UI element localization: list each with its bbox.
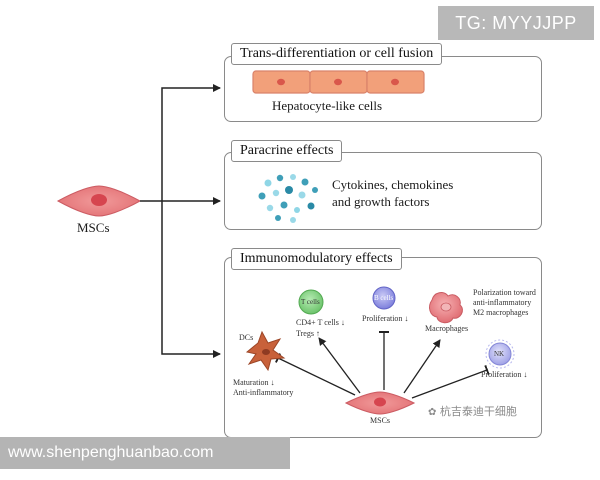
watermark-bottom: www.shenpenghuanbao.com xyxy=(0,437,290,469)
wechat-icon: ✿ xyxy=(428,407,437,418)
watermark-top: TG: MYYJJPP xyxy=(438,6,594,40)
nk-cell-icon xyxy=(485,339,515,369)
macrophage-effect-line1: Polarization toward xyxy=(473,288,536,297)
b-cell-effect-line1: Proliferation ↓ xyxy=(362,314,409,323)
msc-cell-main xyxy=(56,185,142,217)
b-cell-label: B cells xyxy=(374,294,394,302)
paracrine-caption-line1: Cytokines, chemokines xyxy=(332,177,454,192)
panel-title-paracrine: Paracrine effects xyxy=(231,140,343,162)
paracrine-caption-line2: and growth factors xyxy=(332,194,430,209)
t-cell-effect-line2: Tregs ↑ xyxy=(296,329,320,338)
macrophage-effect-line2: anti-inflammatory xyxy=(473,298,532,307)
t-cell-effect-line1: CD4+ T cells ↓ xyxy=(296,318,345,327)
dendritic-cell-icon xyxy=(245,330,286,372)
macrophage-label: Macrophages xyxy=(425,324,469,333)
immuno-arrows xyxy=(274,331,490,399)
branch-arrows xyxy=(140,84,221,358)
panel-title-immunomodulatory: Immunomodulatory effects xyxy=(231,248,402,270)
t-cell-label: T cells xyxy=(301,298,320,306)
panel-title-transdifferentiation: Trans-differentiation or cell fusion xyxy=(231,43,443,65)
hepatocyte-cells xyxy=(252,70,425,94)
b-cell-icon xyxy=(372,286,396,310)
dc-effect-line2: Anti-inflammatory xyxy=(233,388,294,397)
macrophage-effect-line3: M2 macrophages xyxy=(473,308,529,317)
msc-main-label: MSCs xyxy=(77,220,110,235)
macrophage-icon xyxy=(429,292,463,324)
watermark-chinese-text: 杭吉泰迪干细胞 xyxy=(439,405,517,418)
watermark-chinese: ✿ 杭吉泰迪干细胞 xyxy=(428,405,517,420)
hepatocyte-caption: Hepatocyte-like cells xyxy=(272,98,383,113)
msc-immuno-label: MSCs xyxy=(370,416,391,425)
dc-effect-line1: Maturation ↓ xyxy=(233,378,275,387)
dc-label: DCs xyxy=(239,333,254,342)
msc-cell-immuno xyxy=(344,391,416,415)
cytokine-dots xyxy=(258,174,318,223)
nk-effect-line1: Proliferation ↓ xyxy=(481,370,528,379)
nk-cell-label: NK xyxy=(494,350,505,358)
t-cell-icon xyxy=(298,289,324,315)
